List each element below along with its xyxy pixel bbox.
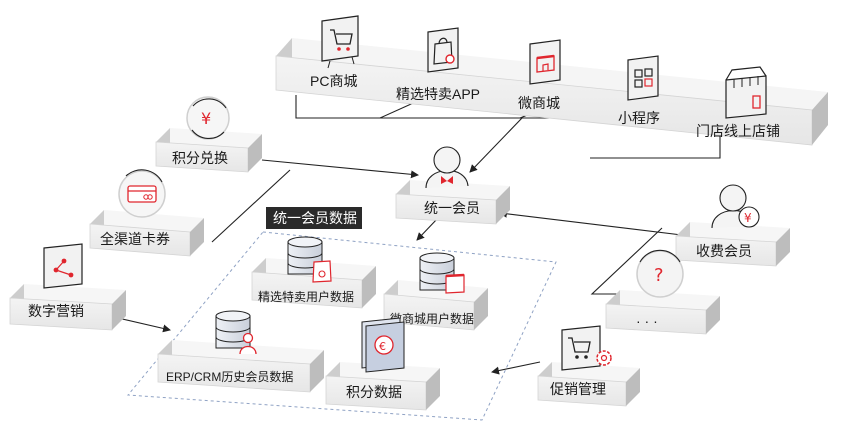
channel-label-app: 精选特卖APP — [396, 86, 480, 102]
channel-label-store: 门店线上店铺 — [696, 123, 780, 139]
coupon-label: 全渠道卡券 — [100, 231, 170, 247]
card-icon — [118, 169, 166, 218]
grid-icon — [627, 55, 659, 101]
yen-coin-icon: ¥ — [186, 96, 230, 140]
more-label: · · · — [636, 313, 658, 329]
paid-member-icon: ¥ — [711, 184, 760, 229]
more-box — [605, 290, 720, 335]
share-icon — [43, 243, 83, 289]
database-store-icon — [419, 252, 465, 294]
svg-text:¥: ¥ — [744, 211, 752, 225]
erp-crm-data-box — [157, 340, 324, 393]
channel-label-pc: PC商城 — [310, 73, 357, 89]
svg-text:?: ? — [654, 265, 664, 286]
cart-gear-icon — [561, 325, 612, 371]
points-exchange-box — [155, 128, 262, 173]
points-data-label: 积分数据 — [346, 384, 402, 400]
promotion-box — [537, 362, 640, 407]
channel-label-weishop: 微商城 — [518, 95, 560, 111]
points-exchange-label: 积分兑换 — [172, 150, 228, 166]
shopping-bag-icon — [427, 27, 459, 73]
points-data-box — [325, 362, 440, 411]
channel-label-miniapp: 小程序 — [618, 110, 660, 126]
cart-icon — [321, 15, 359, 69]
points-doc-icon: € — [361, 317, 405, 373]
paid-member-label: 收费会员 — [696, 243, 752, 259]
question-icon: ? — [636, 249, 684, 298]
svg-text:€: € — [379, 340, 386, 353]
storefront-icon — [529, 39, 561, 85]
weishop-users-data-label: 微商城用户数据 — [390, 311, 474, 326]
data-group-title: 统一会员数据 — [273, 210, 357, 226]
digital-marketing-box — [9, 284, 126, 331]
channel-bar — [275, 38, 828, 146]
svg-text:¥: ¥ — [201, 109, 211, 128]
coupon-box — [89, 210, 204, 257]
digital-marketing-label: 数字营销 — [28, 303, 84, 319]
promotion-label: 促销管理 — [550, 381, 606, 397]
shop-awning-icon — [725, 66, 767, 119]
database-bag-icon — [287, 236, 332, 283]
erp-crm-data-label: ERP/CRM历史会员数据 — [166, 369, 293, 384]
database-user-icon — [215, 310, 257, 355]
unified-member-label: 统一会员 — [424, 200, 480, 216]
member-avatar-icon — [425, 146, 469, 189]
app-users-data-label: 精选特卖用户数据 — [258, 289, 354, 304]
data-group-title-tag: 统一会员数据 — [266, 207, 362, 229]
paid-member-box — [675, 222, 790, 267]
